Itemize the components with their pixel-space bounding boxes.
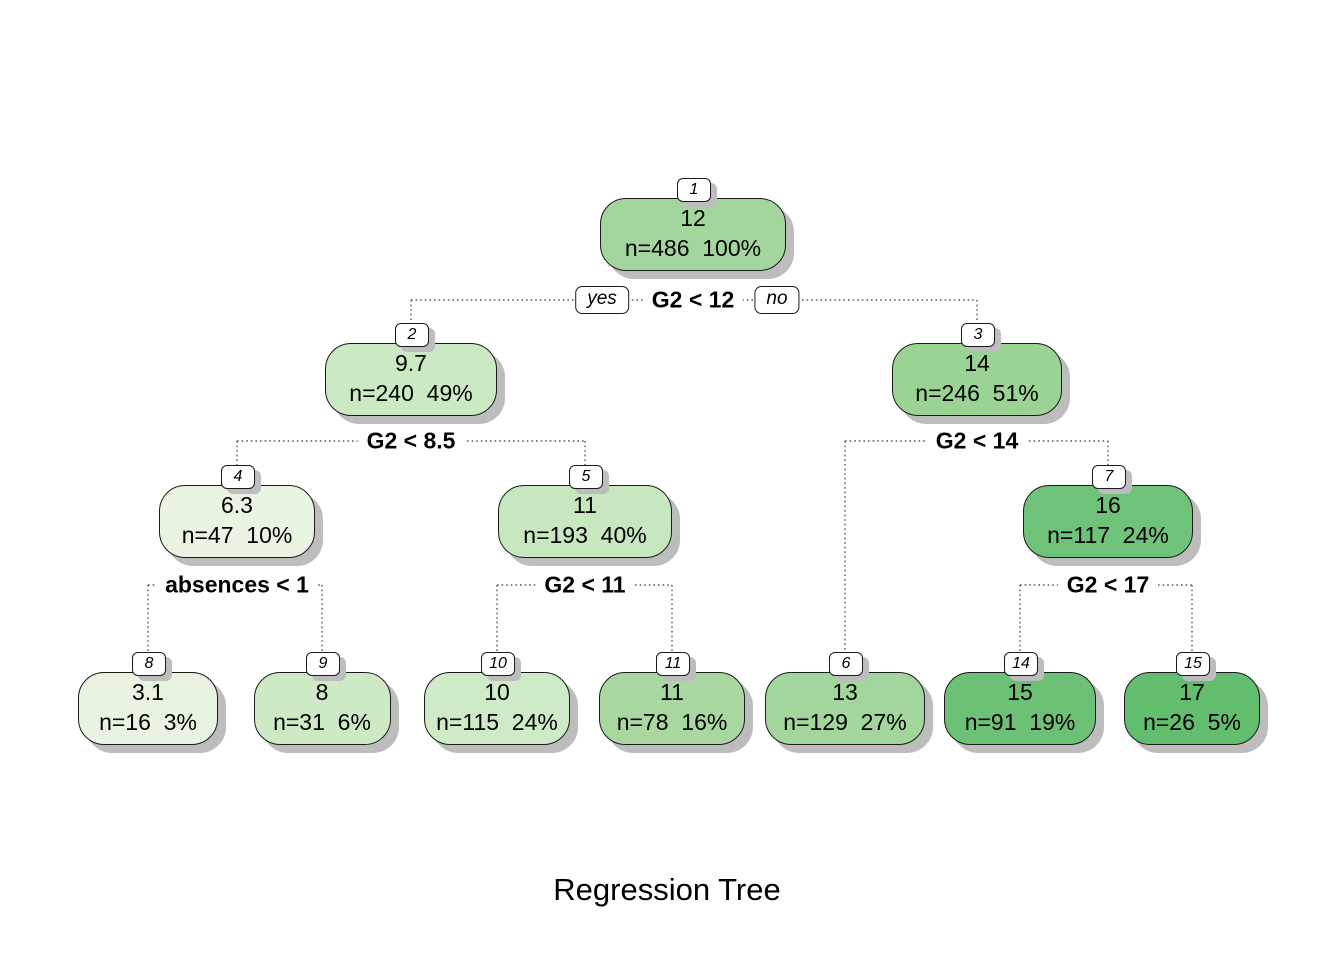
tree-node-5: 5 11 n=193 40% (498, 465, 672, 558)
node-number-tab: 1 (677, 178, 711, 202)
node-number-tab: 9 (306, 652, 340, 676)
node-stats: n=16 3% (99, 709, 197, 735)
node-value: 3.1 (132, 679, 164, 705)
node-number-tab: 8 (132, 652, 166, 676)
node-value: 15 (1007, 679, 1033, 705)
node-value: 11 (660, 679, 684, 705)
tree-node-15: 15 17 n=26 5% (1124, 652, 1260, 745)
node-value: 10 (484, 679, 510, 705)
node-stats: n=91 19% (964, 709, 1076, 735)
split-label: G2 < 17 (1057, 570, 1159, 600)
node-value: 17 (1179, 679, 1205, 705)
node-number-tab: 2 (395, 323, 429, 347)
node-value: 12 (680, 205, 706, 231)
node-number-tab: 4 (221, 465, 255, 489)
node-number-tab: 6 (829, 652, 863, 676)
tree-node-7: 7 16 n=117 24% (1023, 465, 1193, 558)
node-value: 14 (964, 350, 990, 376)
node-number-tab: 10 (481, 652, 515, 676)
node-value: 13 (832, 679, 858, 705)
tree-node-11: 11 11 n=78 16% (599, 652, 745, 745)
node-value: 9.7 (395, 350, 427, 376)
node-stats: n=31 6% (273, 709, 371, 735)
tree-node-8: 8 3.1 n=16 3% (78, 652, 218, 745)
node-value: 6.3 (221, 492, 253, 518)
split-label: G2 < 8.5 (357, 426, 465, 456)
node-number-tab: 3 (961, 323, 995, 347)
tree-node-2: 2 9.7 n=240 49% (325, 323, 497, 416)
split-label: G2 < 12 (642, 285, 744, 315)
node-stats: n=486 100% (624, 235, 762, 261)
node-value: 11 (573, 492, 597, 518)
split-label: G2 < 14 (926, 426, 1028, 456)
node-stats: n=78 16% (616, 709, 728, 735)
node-stats: n=115 24% (436, 709, 558, 735)
node-stats: n=240 49% (349, 380, 473, 406)
tree-node-4: 4 6.3 n=47 10% (159, 465, 315, 558)
tree-node-14: 14 15 n=91 19% (944, 652, 1096, 745)
tree-node-10: 10 10 n=115 24% (424, 652, 570, 745)
node-value: 8 (315, 679, 329, 705)
node-stats: n=47 10% (181, 522, 293, 548)
node-stats: n=117 24% (1047, 522, 1169, 548)
tree-node-3: 3 14 n=246 51% (892, 323, 1062, 416)
tree-node-1: 1 12 n=486 100% (600, 178, 786, 271)
no-badge: no (754, 286, 800, 314)
node-number-tab: 11 (656, 652, 690, 676)
yes-badge: yes (575, 286, 629, 314)
node-number-tab: 15 (1176, 652, 1210, 676)
node-stats: n=246 51% (915, 380, 1039, 406)
node-stats: n=26 5% (1143, 709, 1241, 735)
node-number-tab: 5 (569, 465, 603, 489)
node-stats: n=129 27% (783, 709, 907, 735)
tree-node-6: 6 13 n=129 27% (765, 652, 925, 745)
chart-title: Regression Tree (553, 872, 781, 907)
tree-node-9: 9 8 n=31 6% (253, 652, 391, 745)
node-value: 16 (1095, 492, 1121, 518)
node-number-tab: 7 (1092, 465, 1126, 489)
node-number-tab: 14 (1004, 652, 1038, 676)
split-label: G2 < 11 (535, 570, 635, 600)
split-label: absences < 1 (156, 570, 318, 600)
node-stats: n=193 40% (523, 522, 647, 548)
